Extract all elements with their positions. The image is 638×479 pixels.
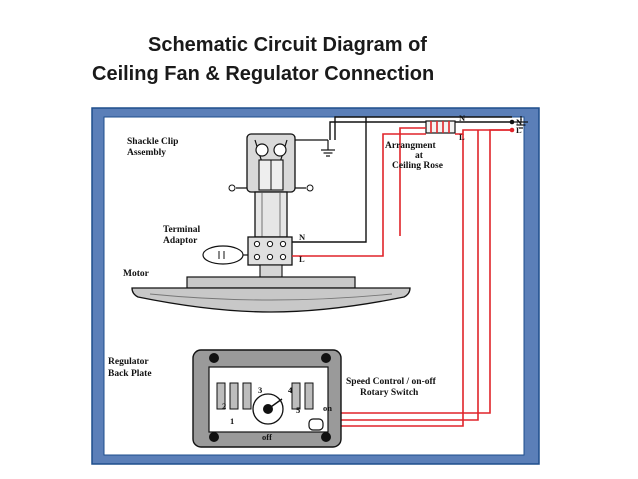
label-on: on (323, 403, 332, 413)
rotary-switch (252, 393, 284, 425)
motor-body (131, 276, 411, 313)
motor-shaft (259, 264, 283, 278)
label-rose-n: N (459, 113, 466, 123)
terminal-adaptor (202, 236, 293, 266)
label-shackle-clip: Shackle Clip (127, 137, 178, 147)
label-adaptor-l: L (299, 254, 305, 264)
label-position-1: 1 (230, 416, 234, 426)
label-adaptor-n: N (299, 232, 306, 242)
label-supply-n: N (516, 117, 523, 127)
label-at: at (415, 151, 424, 161)
fuse-icon (425, 120, 456, 134)
earth-ground-icon (321, 140, 335, 157)
label-rose-l: L (459, 132, 465, 142)
switch-contact (308, 418, 324, 431)
label-supply-l: L (516, 125, 522, 135)
label-position-4: 4 (288, 385, 293, 395)
downrod (254, 191, 288, 238)
label-arrangement: Arrangment (385, 141, 436, 151)
supply-terminal-l (509, 127, 515, 133)
label-adaptor: Adaptor (163, 236, 198, 246)
supply-terminal-n (509, 119, 515, 125)
shackle-clip-assembly (228, 133, 314, 193)
label-motor: Motor (123, 269, 150, 279)
label-back-plate: Back Plate (108, 369, 152, 379)
label-off: off (262, 432, 272, 442)
label-position-3: 3 (258, 385, 262, 395)
earth-ground-icon (514, 116, 528, 129)
diagram-title-line-1: Schematic Circuit Diagram of (148, 34, 427, 56)
label-shackle-assembly: Assembly (127, 148, 166, 158)
label-regulator: Regulator (108, 357, 149, 367)
label-ceiling-rose: Ceiling Rose (392, 161, 443, 171)
label-rotary-switch: Rotary Switch (360, 388, 419, 398)
label-position-5: 5 (296, 405, 300, 415)
diagram-title-line-2: Ceiling Fan & Regulator Connection (92, 63, 435, 85)
label-terminal: Terminal (163, 225, 200, 235)
label-speed-control: Speed Control / on-off (346, 377, 437, 387)
label-position-2: 2 (222, 401, 226, 411)
